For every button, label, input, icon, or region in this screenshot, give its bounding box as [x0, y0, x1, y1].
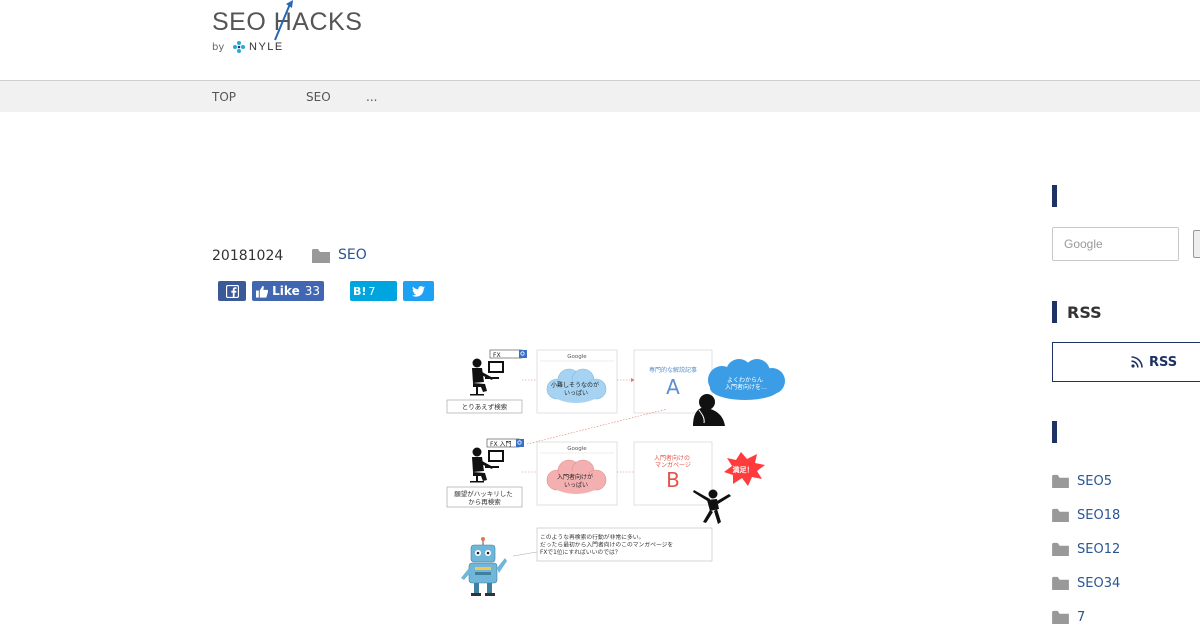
cloud-2-line-1: 入門者向けが [557, 473, 593, 481]
svg-text:願望がハッキリした から再検索: 願望がハッキリした から再検索 [454, 489, 515, 506]
person-at-computer-2 [470, 447, 504, 483]
sidebar-search-input[interactable] [1052, 227, 1179, 261]
cloud-1 [546, 368, 607, 403]
robot-note-box [536, 527, 713, 562]
thought-line-1: よくわからん [727, 377, 763, 384]
folder-icon [1052, 508, 1069, 522]
svg-text:入門者向けが いっぱい: 入門者向けが いっぱい [557, 473, 595, 489]
nyle-brand: NYLE [232, 40, 284, 54]
caption-2-line-1: 願望がハッキリした [454, 489, 513, 498]
category-item[interactable]: 7 [1052, 600, 1120, 634]
nyle-flower-icon [233, 41, 245, 53]
svg-text:このような再検索の行動が非常に多い。 だったら最初か: このような再検索の行動が非常に多い。 だったら最初から入門者向けのこのマンガペー… [540, 533, 675, 556]
nav-item-more[interactable]: ... [366, 90, 378, 104]
thought-bubble [708, 359, 785, 400]
nav-item-top[interactable]: TOP [212, 90, 237, 104]
robot [461, 537, 507, 596]
rss-subscribe-button[interactable]: RSS [1052, 342, 1200, 382]
result-a-letter: A [666, 375, 680, 399]
folder-icon [1052, 474, 1069, 488]
category-label: 7 [1077, 609, 1086, 625]
folder-icon [1052, 610, 1069, 624]
hatena-bookmark-button[interactable]: B! 7 [350, 281, 397, 301]
category-label: SEO12 [1077, 541, 1121, 557]
sidebar-rss-marker [1052, 301, 1057, 323]
cloud-2-line-2: いっぱい [564, 482, 588, 489]
burst-text: 満足！ [733, 465, 754, 474]
category-item[interactable]: SEO18 [1052, 498, 1120, 532]
thought-line-2: 入門者向けを… [725, 383, 767, 391]
folder-icon [1052, 542, 1069, 556]
sidebar-category-list: SEO5 SEO18 SEO12 SEO34 7 [1052, 464, 1120, 634]
hatena-label: B! [353, 284, 367, 298]
robot-note-line-3: FXで1位にすればいいのでは？ [540, 548, 621, 556]
caption-1: とりあえず検索 [462, 402, 508, 411]
robot-note-line-1: このような再検索の行動が非常に多い。 [540, 533, 644, 541]
google-label-1: Google [567, 354, 587, 360]
google-label-2: Google [567, 446, 587, 452]
folder-icon [312, 248, 330, 263]
category-item[interactable]: SEO34 [1052, 566, 1120, 600]
search-query-2: FX 入門 [490, 441, 511, 448]
post-date: 20181024 [212, 248, 284, 264]
result-b-title-line-1: 入門者向けの [654, 454, 690, 462]
like-label: Like [272, 284, 300, 298]
sidebar-search-marker [1052, 185, 1057, 207]
person-at-computer-1 [470, 358, 504, 396]
cloud-1-line-1: 小難しそうなのが [551, 381, 599, 389]
article-illustration: FX とりあえず検索 Google 小難しそうなのが いっぱい 専門的な解説記事… [446, 349, 785, 596]
folder-icon [1052, 576, 1069, 590]
category-label: SEO18 [1077, 507, 1121, 523]
category-item[interactable]: SEO12 [1052, 532, 1120, 566]
sidebar-rss-title: RSS [1067, 303, 1102, 322]
category-label: SEO34 [1077, 575, 1121, 591]
robot-note-line-2: だったら最初から入門者向けのこのマンガページを [540, 541, 673, 549]
svg-text:入門者向けの マンガページ: 入門者向けの マンガページ [654, 454, 692, 469]
cloud-2 [546, 459, 607, 494]
result-a-title: 専門的な解説記事 [649, 366, 697, 374]
main-nav: TOP SEO ... [0, 80, 1200, 112]
svg-text:よくわからん 入門者向けを…: よくわからん 入門者向けを… [725, 377, 767, 391]
cloud-1-line-2: いっぱい [564, 390, 588, 397]
post-category[interactable]: SEO [312, 247, 367, 263]
jumping-person [693, 489, 731, 524]
search-query-1: FX [493, 352, 501, 359]
svg-text:小難しそうなのが いっぱい: 小難しそうなのが いっぱい [551, 381, 601, 397]
site-logo[interactable]: SEO HACKS by NYLE [212, 0, 362, 60]
result-b-title-line-2: マンガページ [655, 461, 691, 469]
facebook-share-button[interactable] [218, 281, 246, 301]
facebook-like-button[interactable]: Like 33 [252, 281, 324, 301]
logo-by: by [212, 42, 225, 53]
sidebar-search-button[interactable] [1193, 230, 1200, 258]
caption-2-line-2: から再検索 [468, 497, 501, 506]
caption-box-1 [446, 399, 523, 414]
worried-person [693, 394, 725, 426]
sidebar-category-marker [1052, 421, 1057, 443]
rss-icon [1131, 356, 1143, 368]
satisfied-burst [724, 452, 765, 486]
category-label: SEO5 [1077, 473, 1112, 489]
result-b-letter: B [666, 468, 680, 492]
nav-item-seo[interactable]: SEO [306, 90, 331, 104]
rss-button-label: RSS [1149, 354, 1178, 370]
post-category-label: SEO [338, 247, 367, 263]
twitter-icon [412, 285, 425, 297]
logo-arrow-icon [274, 0, 293, 41]
caption-box-2 [446, 486, 523, 508]
hatena-count: 7 [368, 284, 376, 298]
nyle-text: NYLE [249, 41, 284, 53]
thumbs-up-icon [256, 285, 269, 298]
facebook-icon [225, 284, 239, 298]
category-item[interactable]: SEO5 [1052, 464, 1120, 498]
like-count: 33 [304, 284, 320, 298]
twitter-share-button[interactable] [403, 281, 434, 301]
